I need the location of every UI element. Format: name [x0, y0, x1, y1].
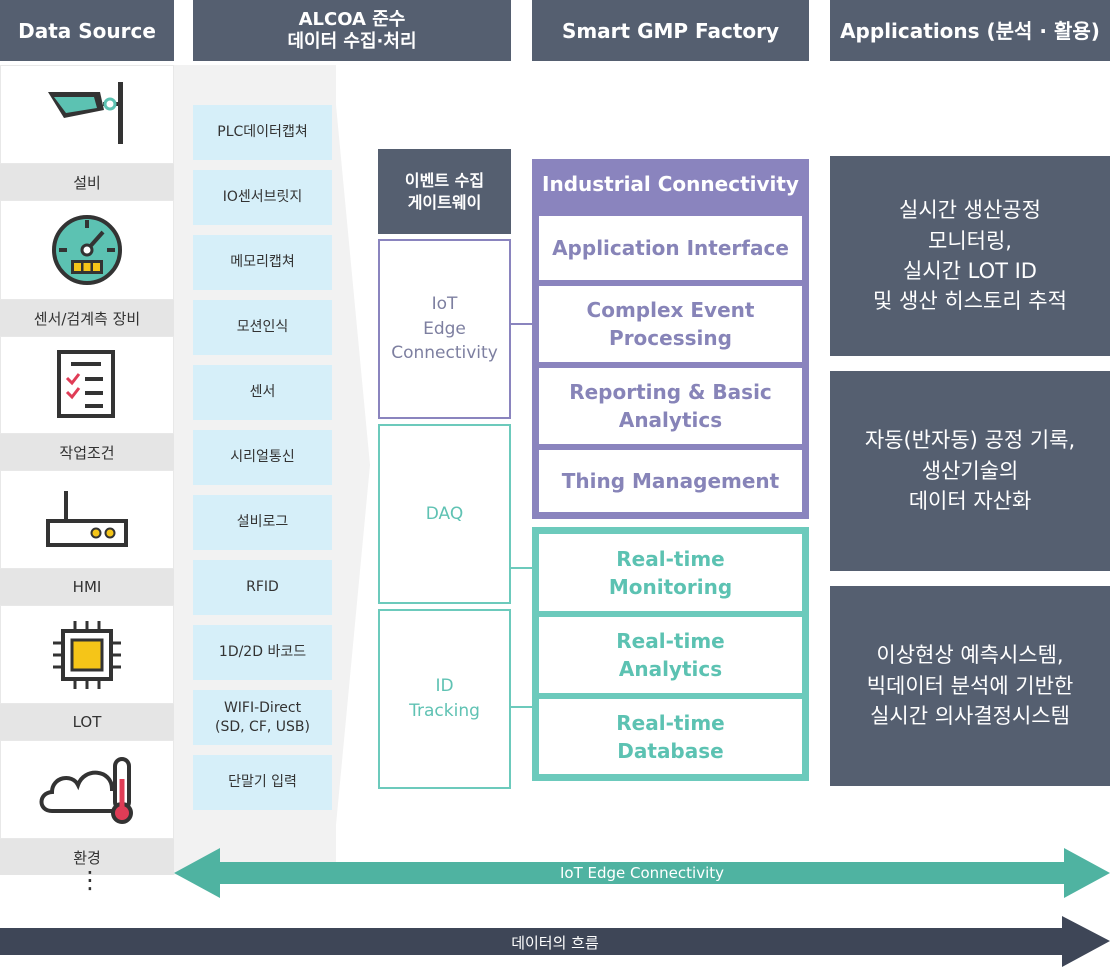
acquisition-item: 설비로그 — [193, 495, 332, 550]
gauge-icon — [52, 215, 122, 285]
industrial-connectivity-title: Industrial Connectivity — [532, 159, 809, 209]
module-realtime-database: Real-time Database — [539, 699, 802, 774]
acquisition-item: 메모리캡쳐 — [193, 235, 332, 290]
source-label: HMI — [0, 569, 174, 605]
gateway-box-id-tracking: ID Tracking — [378, 609, 511, 789]
connector-line — [511, 706, 532, 708]
module-complex-event-processing: Complex Event Processing — [539, 286, 802, 362]
acquisition-item: 센서 — [193, 365, 332, 420]
acquisition-item: 1D/2D 바코드 — [193, 625, 332, 680]
acquisition-item: WIFI-Direct (SD, CF, USB) — [193, 690, 332, 745]
source-equipment-tile — [0, 65, 174, 164]
source-label: 환경 — [0, 839, 174, 875]
header-data-source: Data Source — [0, 0, 174, 61]
acquisition-item: 시리얼통신 — [193, 430, 332, 485]
module-realtime-analytics: Real-time Analytics — [539, 617, 802, 693]
source-lot-tile — [0, 605, 174, 704]
application-recording: 자동(반자동) 공정 기록, 생산기술의 데이터 자산화 — [830, 371, 1110, 571]
iot-edge-arrow-label: IoT Edge Connectivity — [559, 864, 725, 882]
cloud-thermometer-icon — [39, 756, 133, 824]
acquisition-item: PLC데이터캡쳐 — [193, 105, 332, 160]
source-environment-tile — [0, 740, 174, 839]
gateway-title: 이벤트 수집 게이트웨이 — [378, 149, 511, 234]
application-monitoring: 실시간 생산공정 모니터링, 실시간 LOT ID 및 생산 히스토리 추적 — [830, 156, 1110, 356]
data-flow-arrow-label: 데이터의 흐름 — [511, 934, 599, 952]
gateway-box-iot-edge: IoT Edge Connectivity — [378, 239, 511, 419]
source-label: LOT — [0, 704, 174, 740]
header-alcoa: ALCOA 준수 데이터 수집·처리 — [193, 0, 511, 61]
source-label: 센서/검계측 장비 — [0, 300, 174, 336]
connector-line — [511, 323, 532, 325]
source-hmi-tile — [0, 470, 174, 569]
header-smart-gmp: Smart GMP Factory — [532, 0, 809, 61]
source-conditions-tile — [0, 336, 174, 434]
more-sources-indicator: ⋮ — [78, 866, 102, 894]
application-prediction: 이상현상 예측시스템, 빅데이터 분석에 기반한 실시간 의사결정시스템 — [830, 586, 1110, 786]
cctv-camera-icon — [48, 81, 123, 144]
iot-edge-double-arrow — [174, 848, 1110, 898]
source-label: 설비 — [0, 164, 174, 200]
data-flow-arrow — [0, 916, 1110, 967]
gateway-box-daq: DAQ — [378, 424, 511, 604]
chip-icon — [53, 620, 121, 689]
module-thing-management: Thing Management — [539, 450, 802, 512]
source-sensor-tile — [0, 200, 174, 300]
source-label: 작업조건 — [0, 434, 174, 470]
module-realtime-monitoring: Real-time Monitoring — [539, 534, 802, 611]
acquisition-item: IO센서브릿지 — [193, 170, 332, 225]
module-application-interface: Application Interface — [539, 216, 802, 280]
acquisition-item: 단말기 입력 — [193, 755, 332, 810]
checklist-icon — [57, 350, 115, 418]
acquisition-item: 모션인식 — [193, 300, 332, 355]
connector-line — [511, 567, 532, 569]
router-icon — [46, 490, 128, 547]
acquisition-item: RFID — [193, 560, 332, 615]
header-applications: Applications (분석 · 활용) — [830, 0, 1110, 61]
module-reporting-analytics: Reporting & Basic Analytics — [539, 368, 802, 444]
